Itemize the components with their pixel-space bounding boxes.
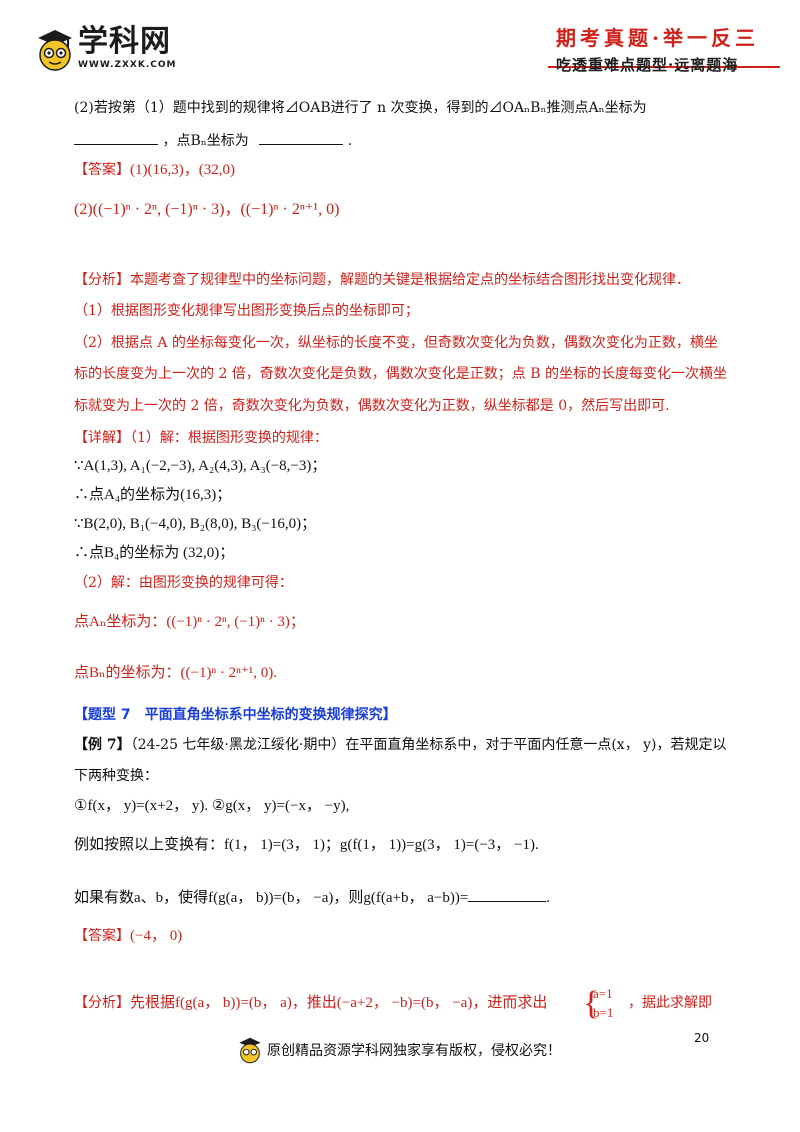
detail-line4: ∵B(2,0), B₁(−4,0), B₂(8,0), B₃(−16,0)； (74, 516, 317, 532)
answer-line2: (2)((−1)ⁿ · 2ⁿ, (−1)ⁿ · 3)，((−1)ⁿ · 2ⁿ⁺¹… (74, 201, 340, 218)
detail-line1: 【详解】（1）解：根据图形变换的规律： (74, 428, 328, 448)
answer7-label: 【答案】 (74, 928, 130, 944)
example7-line2: 下两种变换： (74, 768, 158, 784)
slogan-top: 期考真题·举一反三 (556, 26, 759, 50)
answer-line1: 【答案】(1)(16,3)，(32,0) (74, 160, 235, 180)
detail-line3: ∴点A₄的坐标为(16,3)； (74, 487, 232, 503)
detail-line8: 点Bₙ的坐标为：((−1)ⁿ · 2ⁿ⁺¹, 0). (74, 665, 278, 681)
analysis7-line: 【分析】先根据f(g(a， b))=(b， a)，推出(−a+2， −b)=(b… (74, 993, 547, 1013)
answer7-line: 【答案】(−4， 0) (74, 926, 182, 946)
example7-text-1: （24-25 七年级·黑龙江绥化·期中）在平面直角坐标系中，对于平面内任意一点(… (130, 737, 727, 753)
analysis-line1: 【分析】本题考查了规律型中的坐标问题，解题的关键是根据给定点的坐标结合图形找出变… (74, 270, 690, 290)
analysis7-label: 【分析】 (74, 995, 130, 1011)
logo-text: 学科网 (78, 24, 171, 59)
analysis7-text: 先根据f(g(a， b))=(b， a)，推出(−a+2， −b)=(b， −a… (130, 995, 548, 1011)
q2-mid-text: ，点Bₙ坐标为 (162, 133, 249, 149)
type7-heading: 【题型 7 平面直角坐标系中坐标的变换规律探究】 (74, 707, 397, 723)
detail-line7: 点Aₙ坐标为：((−1)ⁿ · 2ⁿ, (−1)ⁿ · 3)； (74, 614, 305, 630)
header-logo: 学科网 WWW.ZXXK.COM (34, 24, 194, 74)
system-bottom: b=1 (593, 1005, 614, 1020)
example7-line5: 如果有数a、b，使得f(g(a， b))=(b， −a)，则g(f(a+b， a… (74, 887, 550, 908)
analysis-line4: 标的长度变为上一次的 2 倍，奇数次变化是负数，偶数次变化是正数；点 B 的坐标… (74, 366, 727, 382)
blank-bn (259, 130, 344, 145)
analysis-text-1: 本题考查了规律型中的坐标问题，解题的关键是根据给定点的坐标结合图形找出变化规律． (130, 272, 690, 288)
answer-part1: (1)(16,3)，(32,0) (130, 162, 235, 178)
analysis7-end: ，据此求解即 (628, 995, 712, 1011)
example7-text-5: 如果有数a、b，使得f(g(a， b))=(b， −a)，则g(f(a+b， a… (74, 890, 469, 906)
question-2-line1: (2)若按第（1）题中找到的规律将⊿OAB进行了 n 次变换，得到的⊿OAₙBₙ… (74, 100, 647, 116)
analysis-label: 【分析】 (74, 272, 130, 288)
system-brace: { (583, 985, 600, 1022)
example7-end: . (546, 890, 551, 906)
detail-text-1: （1）解：根据图形变换的规律： (130, 430, 328, 446)
equation-system: { a=1 b=1 (583, 985, 627, 1026)
logo-url: WWW.ZXXK.COM (78, 60, 177, 70)
analysis-line2: （1）根据图形变化规律写出图形变换后点的坐标即可； (74, 303, 419, 319)
header-divider (548, 66, 780, 68)
answer7-text: (−4， 0) (130, 928, 183, 944)
mascot-icon (38, 30, 72, 71)
example7-line1: 【例 7】（24-25 七年级·黑龙江绥化·期中）在平面直角坐标系中，对于平面内… (74, 735, 727, 755)
blank-an (74, 130, 158, 145)
system-top: a=1 (593, 986, 613, 1001)
detail-line6: （2）解：由图形变换的规律可得： (74, 575, 293, 591)
footer-mascot-icon (239, 1037, 261, 1064)
example7-line4: 例如按照以上变换有：f(1， 1)=(3， 1)；g(f(1， 1))=g(3，… (74, 837, 539, 853)
detail-line5: ∴点B₄的坐标为 (32,0)； (74, 545, 235, 561)
example7-line3: ①f(x， y)=(x+2， y). ②g(x， y)=(−x， −y), (74, 798, 350, 814)
detail-line2: ∵A(1,3), A₁(−2,−3), A₂(4,3), A₃(−8,−3)； (74, 458, 327, 474)
question-2-line2: ，点Bₙ坐标为 . (74, 130, 352, 151)
blank-answer (468, 887, 547, 902)
q2-end-text: . (347, 133, 353, 149)
analysis-line3: （2）根据点 A 的坐标每变化一次，纵坐标的长度不变，但奇数次变化为负数，偶数次… (74, 335, 718, 351)
analysis-line5: 标就变为上一次的 2 倍，奇数次变化为负数，偶数次变化为正数，纵坐标都是 0，然… (74, 398, 670, 414)
example7-label: 【例 7】 (74, 737, 131, 753)
answer-label: 【答案】 (74, 162, 130, 178)
page-number: 20 (694, 1031, 710, 1045)
footer-copyright: 原创精品资源学科网独家享有版权，侵权必究！ (267, 1043, 561, 1059)
detail-label: 【详解】 (74, 430, 130, 446)
slogan-bottom: 吃透重难点题型·远离题海 (556, 56, 739, 74)
